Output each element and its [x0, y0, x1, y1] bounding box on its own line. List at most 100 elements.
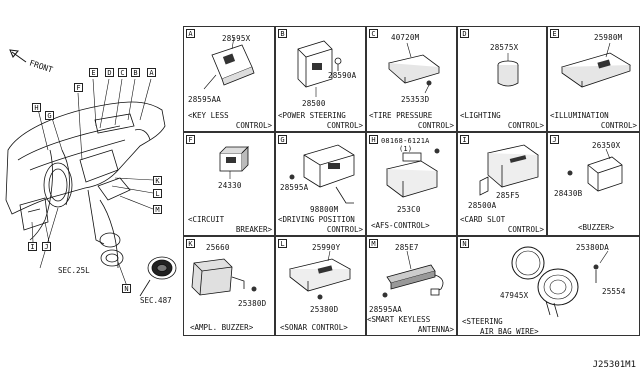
front-arrow-icon: [9, 49, 27, 63]
marker-n: N: [122, 284, 131, 293]
caption-line1: <CARD SLOT: [460, 215, 506, 224]
marker-f: F: [74, 83, 83, 92]
marker-k: K: [153, 176, 162, 185]
part-number: 08168-6121A: [381, 137, 430, 145]
marker-g: G: [45, 111, 54, 120]
cell-letter: H: [369, 135, 378, 144]
cell-h-afs-control: H 08168-6121A (1) 253C0 <AFS-CONTROL>: [366, 132, 457, 236]
part-number: 25380D: [310, 305, 339, 314]
marker-c: C: [118, 68, 127, 77]
sec-25l-label: SEC.25L: [58, 266, 90, 275]
afs-module-icon: [386, 148, 440, 198]
cell-d-lighting-control: D 28575X <LIGHTING CONTROL>: [457, 26, 547, 132]
caption-line2: ANTENNA>: [417, 325, 454, 334]
caption-line2: AIR BAG WIRE>: [480, 327, 539, 336]
antenna-icon: [382, 250, 444, 298]
diagram-code: J25301M1: [592, 360, 636, 370]
part-number: 285E7: [395, 243, 419, 252]
cell-m-smart-keyless-antenna: M 285E7 28595AA <SMART KEYLESS ANTENNA>: [366, 236, 457, 336]
cell-f-circuit-breaker: F 24330 <CIRCUIT BREAKER>: [183, 132, 275, 236]
part-number: 24330: [218, 181, 242, 190]
caption-line1: <SMART KEYLESS: [367, 315, 431, 324]
caption-line1: <BUZZER>: [578, 223, 615, 232]
airbag-module: [139, 256, 177, 297]
part-number: 28590A: [328, 71, 357, 80]
buzzer-icon: [567, 148, 623, 192]
caption-line1: <TIRE PRESSURE: [369, 111, 433, 120]
lighting-sensor-icon: [497, 53, 519, 87]
part-number: 28595AA: [188, 95, 222, 104]
marker-a: A: [147, 68, 156, 77]
power-steering-module-icon: [297, 40, 342, 97]
part-number: 25380D: [238, 299, 267, 308]
cell-letter: M: [369, 239, 378, 248]
part-number: 40720M: [391, 33, 420, 42]
marker-h: H: [32, 103, 41, 112]
keyless-module-icon: [203, 36, 255, 90]
cell-c-tire-pressure-control: C 40720M 25353D <TIRE PRESSURE CONTROL>: [366, 26, 457, 132]
caption-line2: CONTROL>: [326, 225, 363, 234]
caption-line1: <STEERING: [462, 317, 503, 326]
caption-line2: CONTROL>: [417, 121, 454, 130]
driving-position-module-icon: [289, 144, 355, 204]
part-number: (1): [399, 145, 413, 153]
caption-line1: <POWER STEERING: [278, 111, 346, 120]
part-number: 25660: [206, 243, 230, 252]
cell-b-power-steering-control: B 28590A 28500 <POWER STEERING CONTROL>: [275, 26, 366, 132]
marker-e: E: [89, 68, 98, 77]
dashboard-outline: [5, 101, 166, 269]
part-number: 98800M: [310, 205, 339, 214]
sec-487-label: SEC.487: [140, 296, 172, 305]
circuit-breaker-icon: [219, 146, 249, 179]
dashboard-drawing: [5, 49, 177, 297]
cell-g-driving-position-control: G 28595A 98800M <DRIVING POSITION CONTRO…: [275, 132, 366, 236]
cell-a-keyless-control: A 28595X 28595AA <KEY LESS CONTROL>: [183, 26, 275, 132]
illumination-module-icon: [561, 42, 631, 88]
caption-line2: CONTROL>: [235, 121, 272, 130]
cell-j-buzzer: J 26350X 28430B <BUZZER>: [547, 132, 640, 236]
cell-i-card-slot-control: I 285F5 28500A <CARD SLOT CONTROL>: [457, 132, 547, 236]
caption-line2: CONTROL>: [600, 121, 637, 130]
part-number: 25990Y: [312, 243, 341, 252]
leader-lines: [31, 78, 154, 290]
caption-line1: <CIRCUIT: [188, 215, 225, 224]
part-number: 28575X: [490, 43, 519, 52]
cell-letter: F: [186, 135, 195, 144]
cell-letter: A: [186, 29, 195, 38]
caption-line1: <AMPL. BUZZER>: [190, 323, 254, 332]
marker-m: M: [153, 205, 162, 214]
caption-line1: <AFS-CONTROL>: [371, 221, 430, 230]
caption-line1: <KEY LESS: [188, 111, 229, 120]
part-number: 25380DA: [576, 243, 610, 252]
part-number: 28595X: [222, 34, 251, 43]
cell-letter: D: [460, 29, 469, 38]
cell-letter: N: [460, 239, 469, 248]
cell-e-illumination-control: E 25980M <ILLUMINATION CONTROL>: [547, 26, 640, 132]
part-number: 26350X: [592, 141, 621, 150]
cell-k-ampl-buzzer: K 25660 25380D <AMPL. BUZZER>: [183, 236, 275, 336]
cell-letter: K: [186, 239, 195, 248]
spiral-cable-icon: [511, 246, 609, 318]
caption-line1: <LIGHTING: [460, 111, 501, 120]
cell-letter: C: [369, 29, 378, 38]
cell-letter: G: [278, 135, 287, 144]
marker-j: J: [42, 242, 51, 251]
caption-line2: CONTROL>: [507, 121, 544, 130]
caption-line1: <DRIVING POSITION: [278, 215, 355, 224]
part-number: 28500: [302, 99, 326, 108]
marker-i: I: [28, 242, 37, 251]
cell-letter: J: [550, 135, 559, 144]
caption-line2: CONTROL>: [326, 121, 363, 130]
part-number: 285F5: [496, 191, 520, 200]
caption-line2: CONTROL>: [507, 225, 544, 234]
cell-letter: B: [278, 29, 287, 38]
part-number: 25353D: [401, 95, 430, 104]
cell-n-steering-air-bag-wire: N 25380DA 47945X 25554 <STEERING AIR BAG…: [457, 236, 640, 336]
part-number: 25554: [602, 287, 626, 296]
part-number: 28595A: [280, 183, 309, 192]
marker-d: D: [105, 68, 114, 77]
tire-pressure-module-icon: [388, 42, 440, 94]
caption-line1: <ILLUMINATION: [550, 111, 609, 120]
part-number: 47945X: [500, 291, 529, 300]
marker-l: L: [153, 189, 162, 198]
